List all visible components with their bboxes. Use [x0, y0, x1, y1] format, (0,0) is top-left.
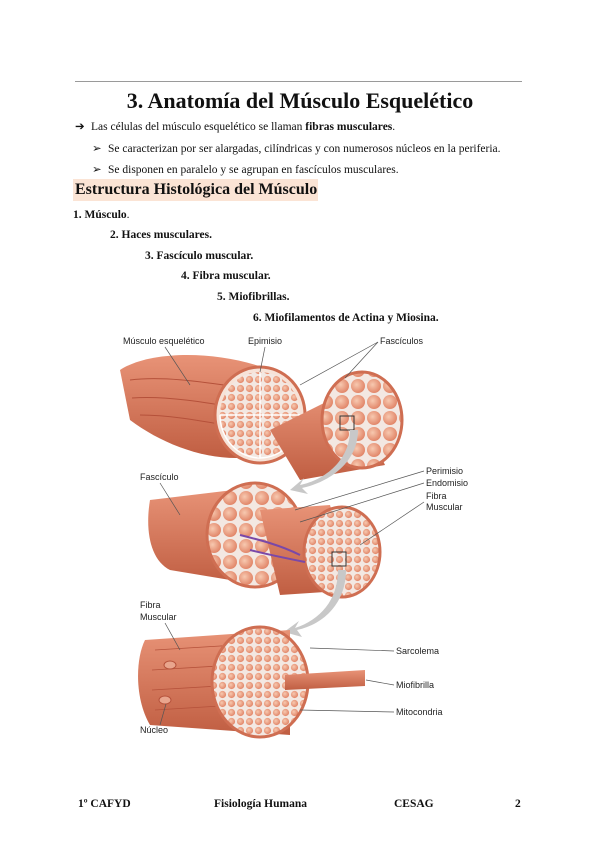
- label-endomisio: Endomisio: [426, 478, 468, 488]
- zoom-arrow-1: [290, 430, 358, 494]
- level-2: 2. Haces musculares.: [110, 229, 213, 241]
- label-fibra-left-2: Muscular: [140, 612, 177, 622]
- label-fibra-muscular-1: Fibra: [426, 491, 447, 501]
- title-text: Anatomía del Músculo Esquelético: [143, 88, 474, 113]
- bullet-1-bold: fibras musculares: [305, 121, 393, 133]
- bullet-1-end: .: [392, 121, 396, 133]
- fascicle-illustration: [148, 481, 382, 599]
- level-1: 1. Músculo.: [73, 208, 130, 222]
- level-5: 5. Miofibrillas.: [217, 291, 290, 303]
- bullet-1-text: Las células del músculo esquelético se l…: [91, 121, 306, 133]
- level-1-suffix: .: [126, 209, 130, 221]
- section-heading: Estructura Histológica del Músculo: [73, 179, 318, 201]
- label-perimisio: Perimisio: [426, 466, 463, 476]
- label-fasciculos: Fascículos: [380, 336, 424, 346]
- bullet-1: ➔ Las células del músculo esquelético se …: [75, 120, 395, 134]
- level-3: 3. Fascículo muscular.: [145, 250, 254, 262]
- bullet-2: ➢ Se caracterizan por ser alargadas, cilí…: [92, 142, 501, 156]
- muscle-anatomy-diagram: Músculo esquelético Epimisio Fascículos …: [120, 336, 468, 739]
- muscle-anatomy-figure: Músculo esquelético Epimisio Fascículos …: [110, 330, 520, 745]
- skeletal-muscle-illustration: [120, 355, 404, 480]
- bullet-3: ➢ Se disponen en paralelo y se agrupan en…: [92, 163, 399, 177]
- label-nucleo: Núcleo: [140, 725, 168, 735]
- arrowhead-bullet-icon: ➢: [92, 164, 102, 176]
- level-1-text: 1. Músculo: [73, 209, 127, 221]
- label-fibra-left-1: Fibra: [140, 600, 161, 610]
- footer-course: 1º CAFYD: [78, 798, 131, 810]
- label-fasciculo: Fascículo: [140, 472, 179, 482]
- level-4: 4. Fibra muscular.: [181, 270, 271, 282]
- label-musculo: Músculo esquelético: [123, 336, 205, 346]
- bullet-2-text: Se caracterizan por ser alargadas, cilín…: [108, 143, 501, 155]
- label-miofibrilla: Miofibrilla: [396, 680, 434, 690]
- footer-school: CESAG: [394, 798, 434, 810]
- level-6: 6. Miofilamentos de Actina y Miosina.: [253, 312, 439, 324]
- title-number: 3.: [126, 88, 144, 113]
- label-mitocondria: Mitocondria: [396, 707, 443, 717]
- page-number: 2: [515, 798, 521, 810]
- label-fibra-muscular-2: Muscular: [426, 502, 463, 512]
- arrowhead-bullet-icon: ➢: [92, 143, 102, 155]
- muscle-fiber-illustration: [138, 625, 365, 739]
- top-rule: [75, 81, 522, 82]
- zoom-arrow-2: [284, 570, 346, 637]
- label-epimisio: Epimisio: [248, 336, 282, 346]
- arrow-bullet-icon: ➔: [75, 121, 85, 133]
- bullet-3-text: Se disponen en paralelo y se agrupan en …: [108, 164, 399, 176]
- label-sarcolema: Sarcolema: [396, 646, 439, 656]
- page-title: 3. Anatomía del Músculo Esquelético: [0, 88, 600, 114]
- footer-subject: Fisiología Humana: [214, 798, 307, 810]
